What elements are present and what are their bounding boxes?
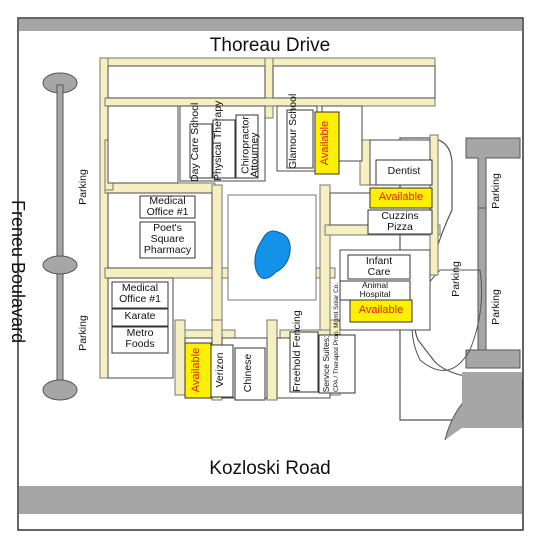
right-drive-fill bbox=[462, 372, 522, 428]
available-space-animal-hospital bbox=[349, 299, 413, 323]
tenant-service-suites-detail: CPA / Therapist Prop. Mgmt Solar Co. bbox=[333, 282, 340, 392]
available-label-glamour: Available bbox=[319, 120, 331, 166]
tenant-metro-foods: Metro Foods bbox=[125, 327, 155, 351]
tenant-physical-therapy: Physical Therapy bbox=[212, 100, 224, 181]
available-space-dentist bbox=[369, 187, 433, 209]
tenant-medical-office-top: Medical Office #1 bbox=[146, 195, 189, 219]
parking-label-left-top: Parking bbox=[77, 169, 89, 205]
thoreau-drive-road bbox=[19, 19, 522, 31]
right-parking-island bbox=[465, 137, 521, 369]
road-label-south: Kozloski Road bbox=[209, 458, 331, 479]
tenant-dentist: Dentist bbox=[387, 165, 421, 177]
tenant-boxes bbox=[111, 109, 433, 401]
available-spaces bbox=[184, 111, 433, 399]
kozloski-road-road bbox=[19, 486, 522, 514]
tenant-poets-square-pharmacy: Poet's Square Pharmacy bbox=[143, 222, 192, 257]
available-space-verizon bbox=[184, 342, 212, 399]
available-space-glamour bbox=[314, 111, 340, 175]
parking-label-right-inner: Parking bbox=[450, 261, 462, 297]
tenant-karate: Karate bbox=[124, 310, 156, 322]
tenant-attorney: Attourney bbox=[248, 132, 261, 178]
tenant-infant-care: Infant Care bbox=[365, 255, 393, 279]
pond bbox=[254, 230, 291, 279]
tenant-medical-office-bottom: Medical Office #1 bbox=[119, 282, 161, 306]
tenant-freehold-fencing: Freehold Fencing bbox=[291, 310, 303, 392]
tenant-day-care-school: Day Care School bbox=[189, 102, 201, 182]
tenant-verizon: Verizon bbox=[214, 352, 226, 388]
tenant-chinese: Chinese bbox=[242, 353, 254, 393]
left-parking-island bbox=[42, 72, 78, 401]
road-label-north: Thoreau Drive bbox=[209, 35, 331, 56]
road-label-west: Freneu Boulavard bbox=[8, 200, 28, 344]
tenant-glamour-school: Glamour School bbox=[287, 93, 299, 169]
available-label-verizon: Available bbox=[190, 347, 202, 393]
available-label-animal-hospital: Available bbox=[358, 304, 404, 316]
parking-label-right-top: Parking bbox=[490, 173, 502, 209]
parking-label-left-bottom: Parking bbox=[77, 315, 89, 351]
available-label-dentist: Available bbox=[378, 191, 424, 203]
tenant-animal-hospital: Animal Hospital bbox=[359, 280, 391, 299]
tenant-cuzzins-pizza: Cuzzins Pizza bbox=[381, 210, 419, 234]
parking-label-right-bottom: Parking bbox=[490, 289, 502, 325]
